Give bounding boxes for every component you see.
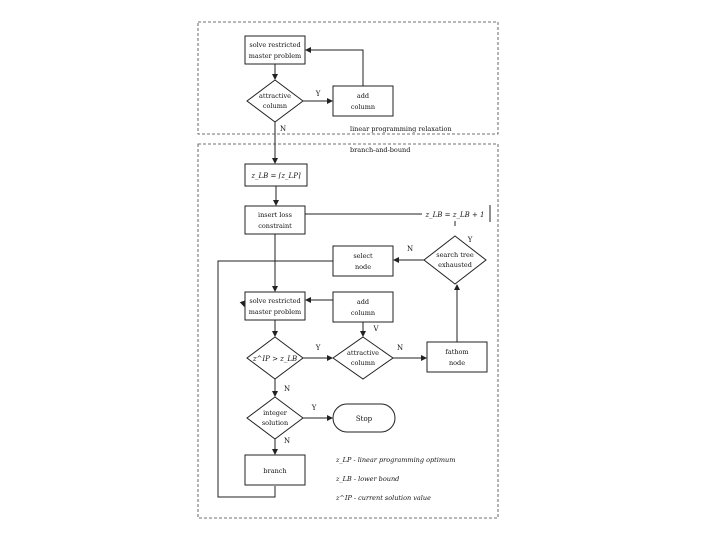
select-node	[332, 245, 394, 277]
lp-relaxation-region	[197, 21, 499, 135]
integer-line1: integer	[263, 409, 288, 417]
integer-no-label: N	[284, 437, 290, 445]
add-column-top	[332, 85, 394, 117]
branch-and-bound-label: branch-and-bound	[350, 146, 410, 154]
insert-line2: constraint	[258, 222, 292, 230]
compare-text: z^IP > z_LB	[252, 355, 297, 363]
zlb-assignment-text: z_LB = ⌈z_LP⌉	[250, 172, 301, 180]
branch-box	[244, 454, 306, 486]
edge-add-top-loop	[305, 47, 364, 86]
search-yes-label: Y	[467, 236, 473, 244]
compare-yes-label: Y	[315, 344, 321, 352]
integer-yes-label: Y	[311, 404, 317, 412]
attr-top-no-label: N	[280, 125, 286, 133]
search-line1: search tree	[436, 251, 474, 259]
add-mid-line1: add	[357, 298, 369, 306]
search-no-label: N	[407, 245, 413, 253]
legend: z_LP - linear programming optimum z_LB -…	[335, 456, 455, 502]
fathom-line2: node	[449, 359, 465, 367]
legend-row-3: z^IP - current solution value	[335, 494, 431, 502]
solve-top-line2: master problem	[249, 52, 301, 60]
stop-terminal	[332, 403, 396, 433]
solve-top-line1: solve restricted	[249, 41, 300, 49]
solve-mid-line2: master problem	[249, 308, 301, 316]
branch-and-bound-region	[197, 143, 499, 519]
add-top-line2: column	[351, 103, 375, 111]
attr-top-line1: attractive	[259, 92, 291, 100]
solve-mid-line1: solve restricted	[249, 297, 300, 305]
integer-solution-decision	[246, 396, 304, 440]
search-tree-exhausted-decision	[423, 235, 487, 285]
attractive-column-decision-mid	[332, 336, 394, 380]
attr-mid-no-label: N	[397, 344, 403, 352]
attr-top-yes-label: Y	[315, 90, 321, 98]
compare-no-label: N	[284, 385, 290, 393]
select-line2: node	[355, 263, 371, 271]
insert-loss-constraint	[244, 205, 306, 235]
add-column-mid	[332, 291, 394, 323]
edge-select-loop	[217, 260, 333, 498]
legend-row-1: z_LP - linear programming optimum	[335, 456, 455, 464]
add-mid-v-label: V	[372, 325, 379, 333]
attr-top-line2: column	[263, 102, 287, 110]
add-mid-line2: column	[351, 309, 375, 317]
edge-select-to-solve-hidden	[239, 300, 246, 307]
add-top-line1: add	[357, 92, 369, 100]
stop-text: Stop	[356, 415, 373, 423]
attr-mid-line1: attractive	[347, 349, 379, 357]
select-line1: select	[353, 252, 373, 260]
branch-text: branch	[263, 467, 286, 475]
fathom-line1: fathom	[445, 348, 468, 356]
attractive-column-decision-top	[246, 79, 304, 123]
legend-row-2: z_LB - lower bound	[335, 475, 399, 483]
attr-mid-line2: column	[351, 359, 375, 367]
insert-line1: insert loss	[258, 211, 292, 219]
fathom-node	[426, 341, 488, 373]
integer-line2: solution	[262, 419, 288, 427]
zlb-update-text: z_LB = z_LB + 1	[424, 211, 484, 219]
lp-relaxation-label: linear programming relaxation	[350, 125, 452, 133]
solve-restricted-master-mid	[244, 291, 306, 321]
search-line2: exhausted	[438, 261, 472, 269]
